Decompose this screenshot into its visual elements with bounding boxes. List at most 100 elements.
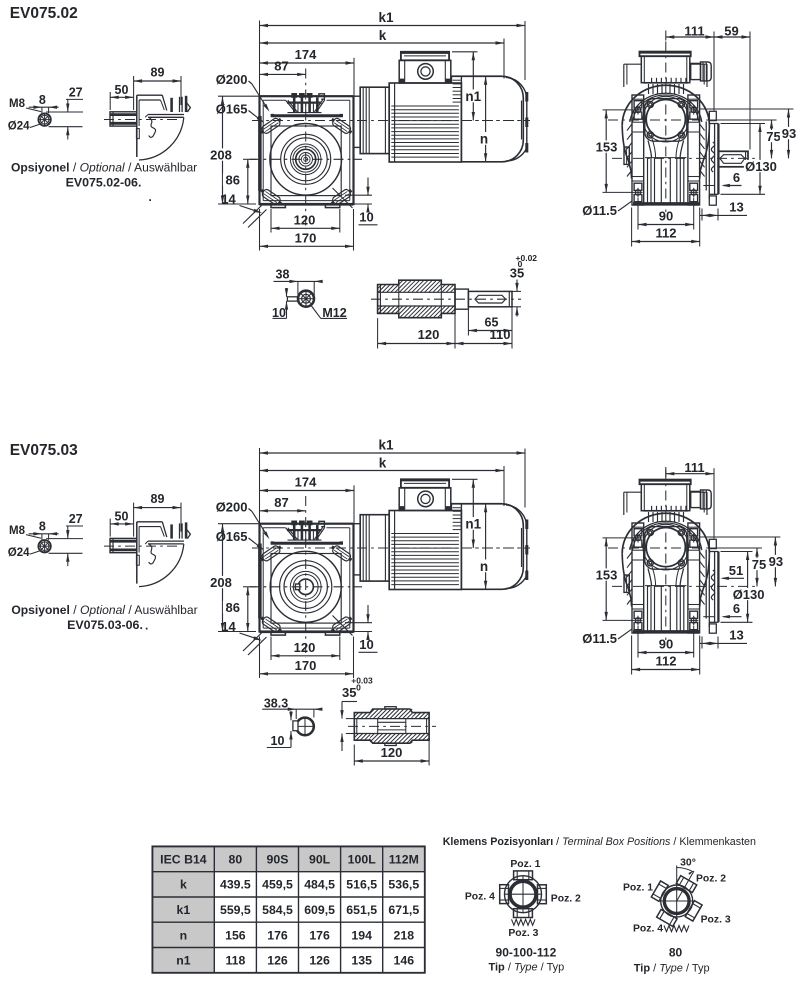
svg-text:93: 93 <box>782 126 796 141</box>
svg-text:k1: k1 <box>378 10 394 25</box>
svg-text:.: . <box>149 190 152 204</box>
svg-text:90S: 90S <box>267 852 289 866</box>
svg-text:14: 14 <box>221 192 236 207</box>
svg-text:13: 13 <box>729 628 743 643</box>
svg-text:651,5: 651,5 <box>346 903 377 917</box>
svg-text:Poz. 2: Poz. 2 <box>551 893 581 904</box>
svg-text:0: 0 <box>356 683 361 693</box>
svg-text:118: 118 <box>225 954 245 968</box>
svg-text:M8: M8 <box>9 98 26 110</box>
svg-text:Poz. 1: Poz. 1 <box>623 883 653 894</box>
svg-text:208: 208 <box>210 148 232 163</box>
svg-text:93: 93 <box>769 554 783 569</box>
svg-text:Ø130: Ø130 <box>733 587 765 602</box>
svg-text:59: 59 <box>724 24 738 39</box>
svg-text:.: . <box>145 619 148 633</box>
svg-text:120: 120 <box>294 212 316 227</box>
svg-text:Poz. 3: Poz. 3 <box>508 928 538 939</box>
svg-text:174: 174 <box>295 47 317 62</box>
svg-text:Ø130: Ø130 <box>745 159 777 174</box>
svg-text:536,5: 536,5 <box>388 878 419 892</box>
svg-text:218: 218 <box>394 928 415 942</box>
svg-text:671,5: 671,5 <box>388 903 419 917</box>
svg-text:+0.02: +0.02 <box>516 253 538 263</box>
svg-text:10: 10 <box>272 306 286 320</box>
svg-text:120: 120 <box>418 327 440 342</box>
svg-text:112: 112 <box>656 226 677 241</box>
svg-text:170: 170 <box>295 230 317 245</box>
svg-text:90L: 90L <box>309 852 331 866</box>
svg-text:27: 27 <box>69 86 83 100</box>
svg-text:Ø11.5: Ø11.5 <box>582 203 617 218</box>
svg-text:30°: 30° <box>680 858 696 869</box>
svg-text:208: 208 <box>210 575 232 590</box>
svg-text:90: 90 <box>659 637 673 652</box>
svg-text:EV075.03: EV075.03 <box>10 442 78 459</box>
svg-text:10: 10 <box>271 734 285 748</box>
svg-text:27: 27 <box>69 512 83 526</box>
svg-text:M8: M8 <box>9 525 26 537</box>
svg-text:559,5: 559,5 <box>220 903 251 917</box>
svg-text:126: 126 <box>309 954 330 968</box>
svg-text:111: 111 <box>684 24 704 39</box>
svg-text:126: 126 <box>267 954 288 968</box>
svg-text:90-100-112: 90-100-112 <box>496 945 557 959</box>
svg-text:8: 8 <box>39 93 46 107</box>
svg-text:176: 176 <box>309 928 330 942</box>
svg-text:k1: k1 <box>378 438 394 453</box>
svg-text:Poz. 1: Poz. 1 <box>510 859 540 870</box>
svg-text:100L: 100L <box>348 852 377 866</box>
svg-text:120: 120 <box>294 640 316 655</box>
svg-text:176: 176 <box>267 928 288 942</box>
svg-text:n1: n1 <box>465 517 481 532</box>
svg-text:Ø165: Ø165 <box>216 529 248 544</box>
svg-text:516,5: 516,5 <box>346 878 377 892</box>
svg-text:Poz. 2: Poz. 2 <box>696 874 726 885</box>
svg-text:174: 174 <box>295 475 317 490</box>
svg-text:135: 135 <box>351 954 372 968</box>
svg-text:439.5: 439.5 <box>220 878 251 892</box>
svg-text:38.3: 38.3 <box>264 696 288 710</box>
svg-text:609,5: 609,5 <box>304 903 335 917</box>
svg-text:Ø24: Ø24 <box>8 121 30 133</box>
svg-text:459,5: 459,5 <box>262 878 293 892</box>
svg-text:75: 75 <box>766 129 780 144</box>
svg-text:k: k <box>180 878 187 892</box>
svg-text:Ø200: Ø200 <box>216 72 248 87</box>
svg-text:Klemens Pozisyonları / Termina: Klemens Pozisyonları / Terminal Box Posi… <box>443 836 756 848</box>
svg-text:156: 156 <box>225 928 246 942</box>
svg-text:584,5: 584,5 <box>262 903 293 917</box>
svg-text:EV075.02-06.: EV075.02-06. <box>66 176 142 190</box>
svg-text:51: 51 <box>729 563 743 578</box>
svg-text:86: 86 <box>226 173 240 188</box>
svg-text:+0.03: +0.03 <box>351 676 373 686</box>
svg-text:n1: n1 <box>465 89 481 104</box>
svg-text:87: 87 <box>274 59 288 74</box>
svg-text:80: 80 <box>229 852 243 866</box>
svg-text:112M: 112M <box>389 852 419 866</box>
svg-text:8: 8 <box>39 520 46 534</box>
svg-text:120: 120 <box>381 745 403 760</box>
svg-text:Poz. 3: Poz. 3 <box>701 914 731 925</box>
svg-text:13: 13 <box>729 200 743 215</box>
svg-text:110: 110 <box>490 327 511 342</box>
svg-text:50: 50 <box>115 83 129 97</box>
svg-text:10: 10 <box>359 637 373 652</box>
svg-text:89: 89 <box>151 66 165 80</box>
svg-text:Ø24: Ø24 <box>8 547 30 559</box>
svg-text:EV075.02: EV075.02 <box>10 5 78 22</box>
svg-text:35: 35 <box>342 685 356 700</box>
svg-text:10: 10 <box>359 210 373 225</box>
svg-text:484,5: 484,5 <box>304 878 335 892</box>
svg-text:146: 146 <box>394 954 415 968</box>
svg-text:Tip / Type / Typ: Tip / Type / Typ <box>634 963 710 975</box>
svg-text:k: k <box>379 28 387 43</box>
svg-text:170: 170 <box>295 658 317 673</box>
svg-text:Ø11.5: Ø11.5 <box>582 631 617 646</box>
svg-text:86: 86 <box>226 600 240 615</box>
svg-text:153: 153 <box>596 568 618 583</box>
svg-text:Poz. 4: Poz. 4 <box>465 891 495 902</box>
svg-text:65: 65 <box>485 316 499 330</box>
svg-text:90: 90 <box>659 209 673 224</box>
svg-text:89: 89 <box>151 492 165 506</box>
